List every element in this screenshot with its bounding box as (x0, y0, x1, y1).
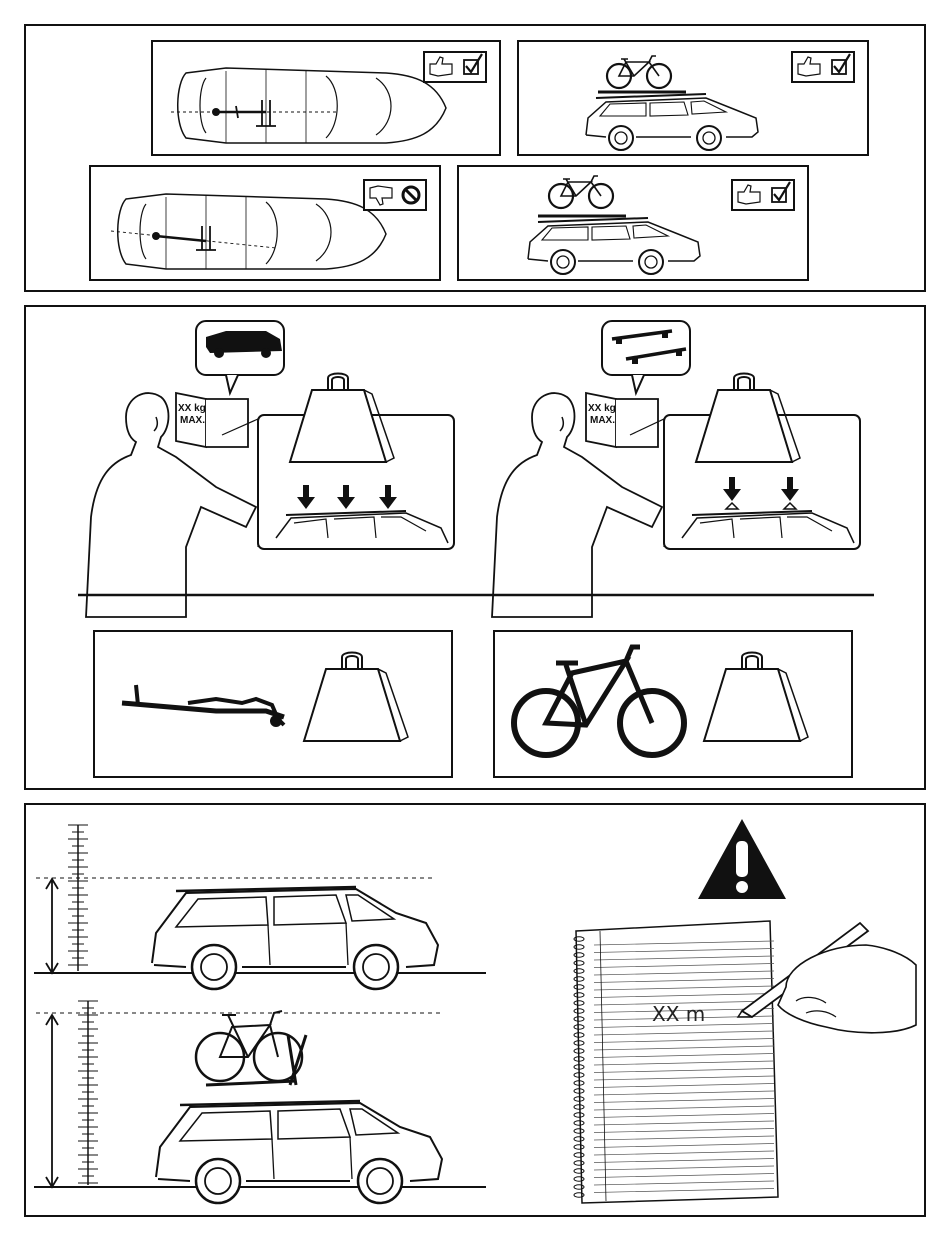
manual-book-left: XX kg MAX. (176, 393, 248, 447)
car-height-normal (34, 825, 486, 989)
ruler-upper (68, 825, 88, 971)
rack-weight-box (94, 631, 452, 777)
height-clearance-svg: XX m (26, 805, 924, 1215)
side-view-correct-box (518, 41, 868, 155)
warning-icon (698, 819, 786, 899)
mounting-orientation-svg (26, 26, 924, 290)
load-capacity-panel: XX kg MAX. XX kg MAX. (24, 305, 926, 790)
notepad-text: XX m (652, 1002, 705, 1026)
top-view-incorrect-box (90, 166, 440, 280)
thumb-up-check-icon (732, 180, 794, 210)
manual-book-right: XX kg MAX. (586, 393, 658, 447)
bike-on-roof (196, 1011, 306, 1085)
load-capacity-svg: XX kg MAX. XX kg MAX. (26, 307, 924, 788)
car-height-with-bike (34, 1001, 486, 1203)
notepad: XX m (574, 921, 778, 1203)
thumb-up-check-icon (424, 52, 486, 82)
bike-weight-box (494, 631, 852, 777)
book-label-line2: MAX. (180, 415, 205, 426)
bar-load-right: XX kg MAX. (492, 321, 860, 617)
book-label-line2: MAX. (590, 415, 615, 426)
ruler-lower (78, 1001, 98, 1185)
top-view-correct-box (152, 41, 500, 155)
thumb-down-prohibited-icon (364, 180, 426, 210)
height-clearance-panel: XX m (24, 803, 926, 1217)
vehicle-load-left: XX kg MAX. (86, 321, 454, 617)
book-label-line1: XX kg (588, 403, 616, 414)
thumb-up-check-icon (792, 52, 854, 82)
mounting-orientation-panel (24, 24, 926, 292)
side-view-correct-box-2 (458, 166, 808, 280)
book-label-line1: XX kg (178, 403, 206, 414)
